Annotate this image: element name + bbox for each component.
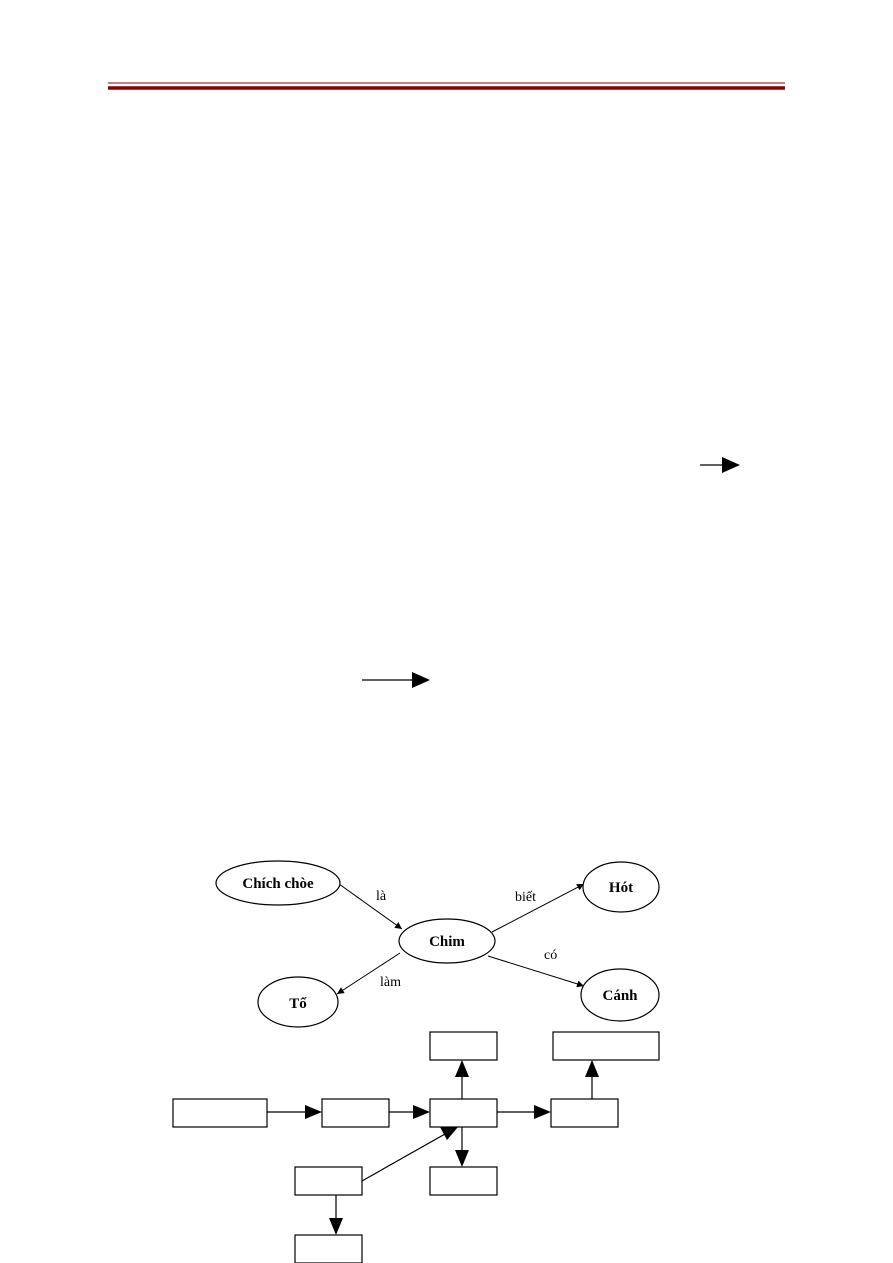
box-lower-left	[294, 1166, 363, 1196]
node-label-chim: Chim	[429, 934, 465, 950]
arrow-center-top	[455, 1060, 469, 1099]
arrow-left1-left2	[267, 1105, 322, 1119]
edge-chim-canh	[487, 955, 585, 988]
box-top-center	[429, 1031, 498, 1061]
arrow-left2-center	[389, 1105, 430, 1119]
inline-arrow-2	[362, 672, 430, 688]
edge-label-biet: biết	[515, 890, 536, 905]
edge-label-co: có	[544, 948, 557, 963]
edge-chichchoe-chim	[338, 883, 403, 930]
edge-chim-to	[336, 952, 401, 995]
edge-label-la: là	[376, 889, 387, 904]
box-diagram-arrows	[267, 1060, 599, 1235]
box-right	[550, 1098, 619, 1128]
box-left-1	[172, 1098, 268, 1128]
header-rule	[108, 82, 785, 90]
node-label-chich-choe: Chích chòe	[242, 876, 314, 892]
semantic-network-edge-labels: là biết có làm	[376, 889, 557, 990]
box-left-2	[321, 1098, 390, 1128]
arrow-lowerleft-bottom	[329, 1195, 343, 1235]
box-lower-center	[429, 1166, 498, 1196]
box-center	[429, 1098, 498, 1128]
box-bottom-left	[294, 1234, 363, 1263]
node-canh: Cánh	[580, 968, 660, 1022]
arrow-center-lower	[455, 1127, 469, 1167]
arrow-lowerleft-center	[361, 1127, 458, 1182]
edge-chim-hot	[491, 883, 585, 933]
node-chim: Chim	[398, 918, 496, 964]
node-hot: Hót	[582, 861, 660, 913]
arrow-right-topright	[585, 1060, 599, 1099]
box-diagram	[172, 1031, 660, 1263]
edge-label-lam: làm	[380, 975, 401, 990]
node-label-to: Tổ	[289, 996, 307, 1012]
node-label-canh: Cánh	[602, 988, 638, 1004]
arrow-center-right	[497, 1105, 551, 1119]
semantic-network-edges	[336, 883, 585, 995]
node-to: Tổ	[257, 976, 339, 1028]
semantic-network-nodes: Chích chòe Chim Hót Cánh Tổ	[215, 860, 660, 1028]
inline-arrow-1	[700, 457, 740, 473]
node-chich-choe: Chích chòe	[215, 860, 341, 906]
box-top-right	[552, 1031, 660, 1061]
node-label-hot: Hót	[609, 880, 633, 896]
